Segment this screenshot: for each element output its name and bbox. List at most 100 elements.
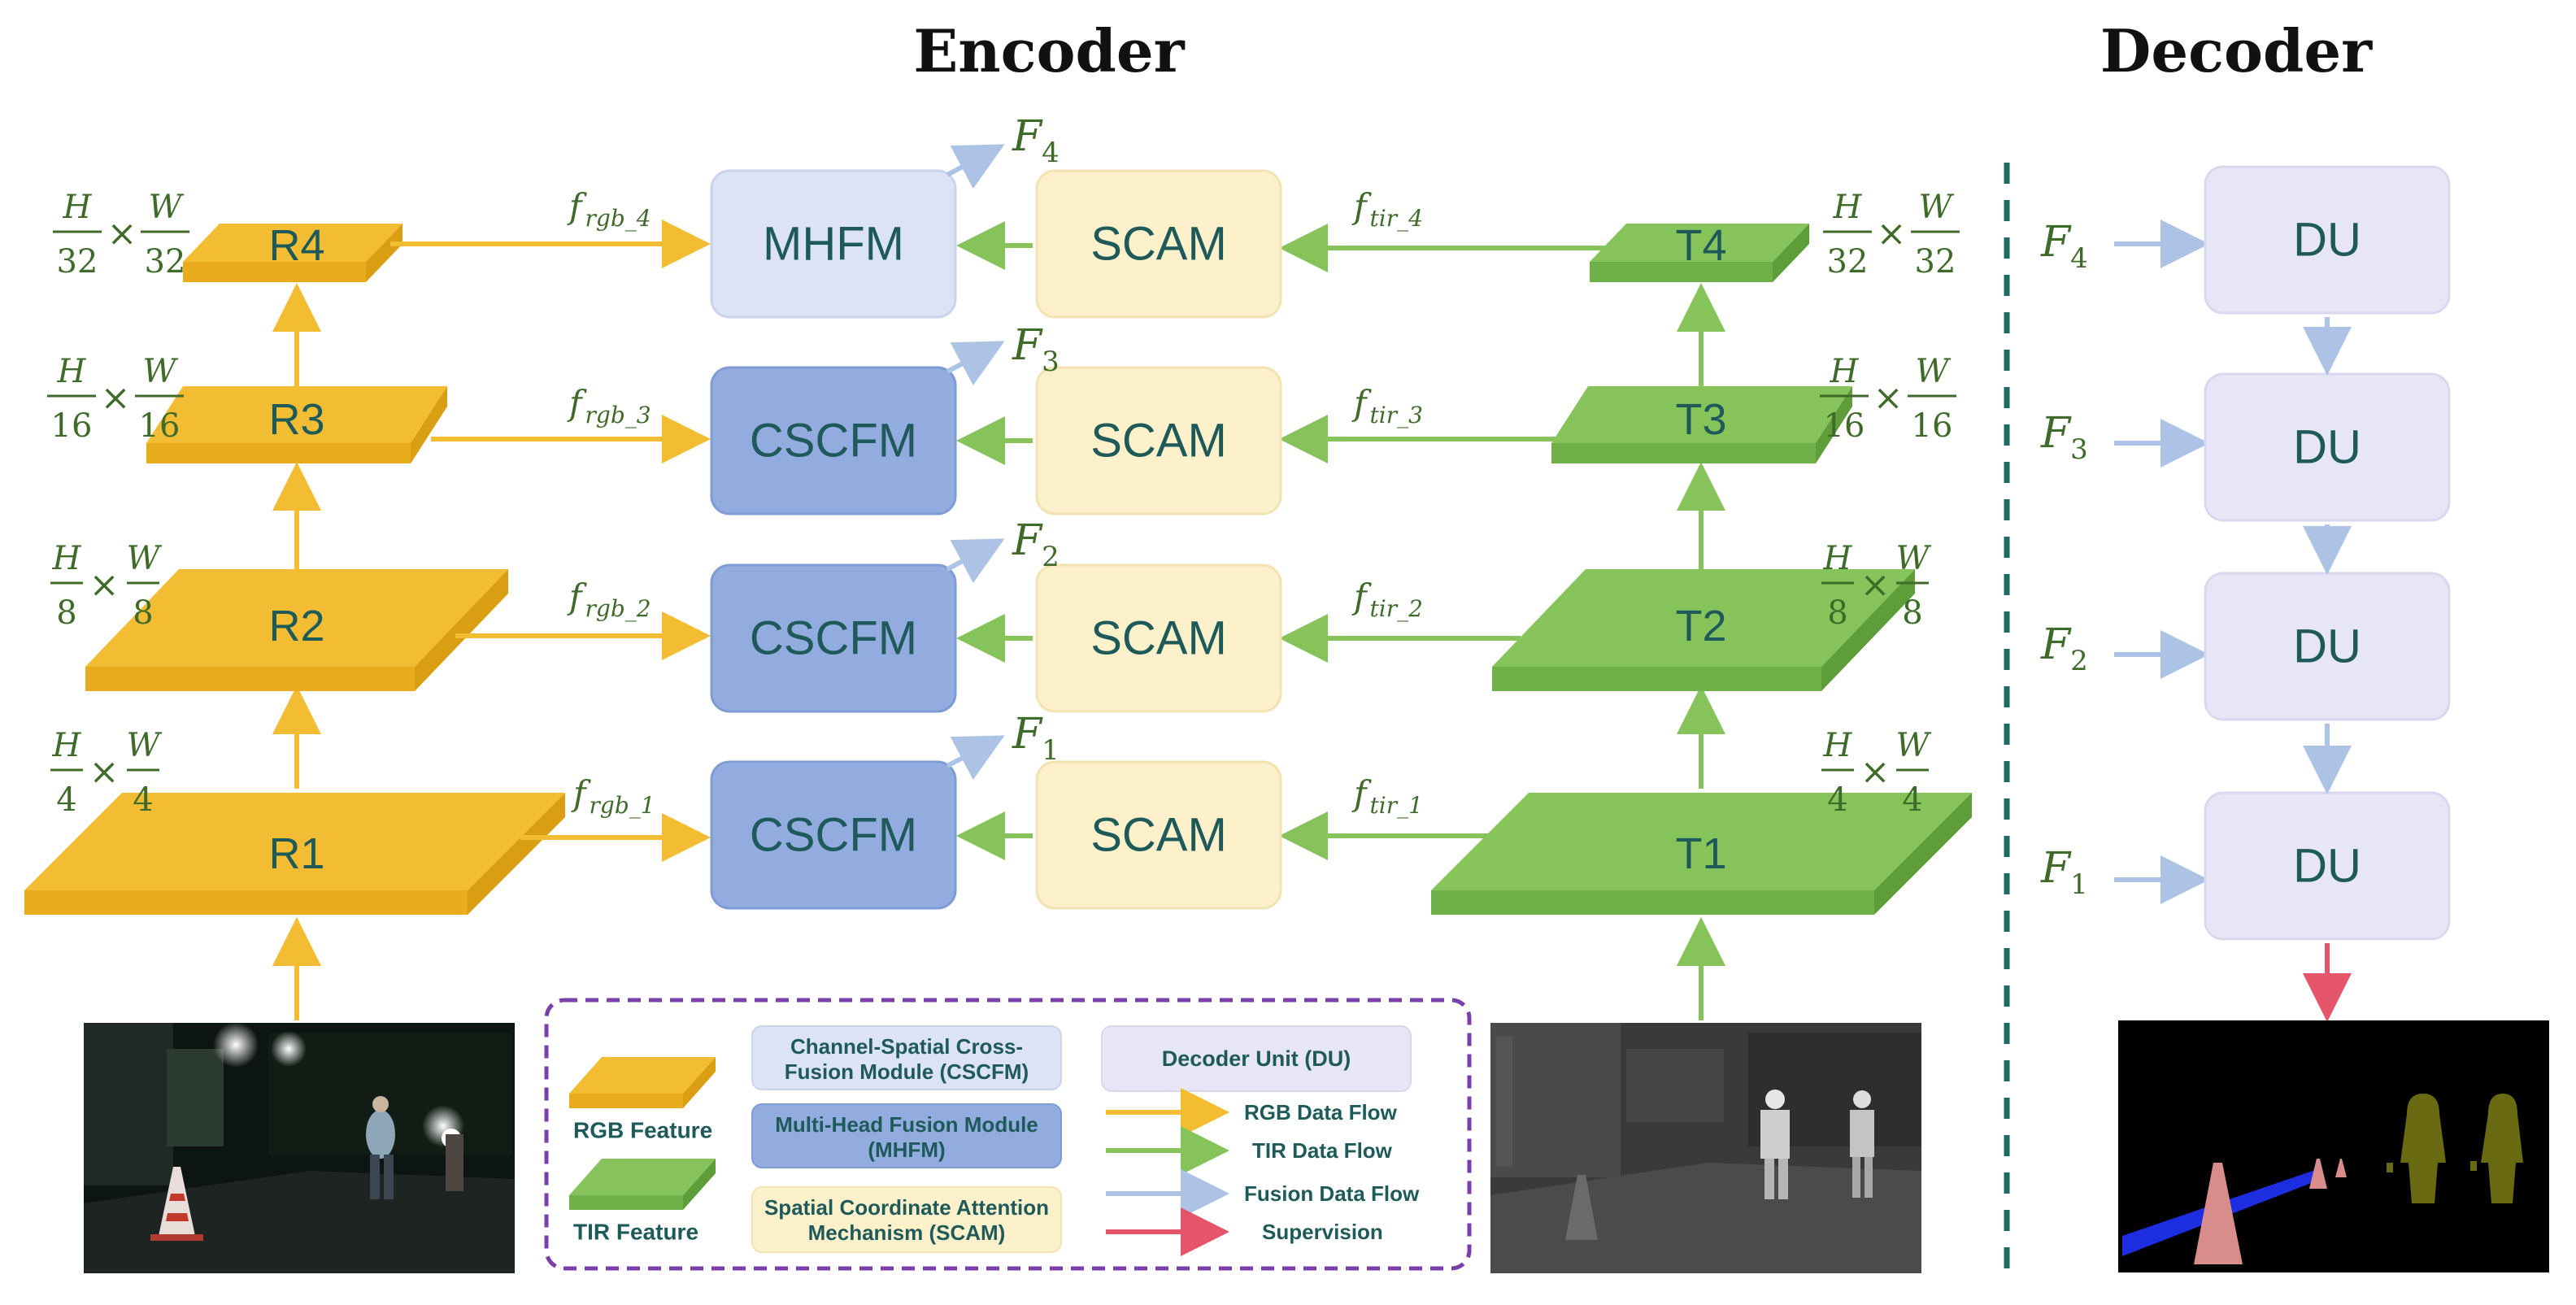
legend-fusion-flow: Fusion Data Flow (1106, 1169, 1420, 1218)
svg-text:SCAM: SCAM (1090, 612, 1227, 665)
svg-text:×: × (89, 751, 120, 793)
svg-text:DU: DU (2293, 421, 2361, 474)
legend-rgb-feature: RGB Feature (569, 1057, 716, 1143)
legend-mhfm: Multi-Head Fusion Module (MHFM) (751, 1103, 1062, 1168)
svg-text:SCAM: SCAM (1090, 809, 1227, 862)
svg-text:CSCFM: CSCFM (750, 612, 917, 665)
svg-text:4: 4 (1902, 781, 1922, 819)
scale-factor-t1: H 4 × W 4 (1821, 727, 1931, 819)
svg-text:32: 32 (1827, 243, 1869, 281)
decoder-unit-1: DU (2204, 791, 2451, 941)
svg-text:32: 32 (57, 243, 98, 281)
svg-text:(MHFM): (MHFM) (868, 1138, 945, 1162)
svg-text:Multi-Head Fusion Module: Multi-Head Fusion Module (775, 1112, 1038, 1137)
svg-text:32: 32 (145, 243, 186, 281)
svg-text:F2: F2 (1012, 516, 1060, 573)
fused-feature-labels: F4 F3 F2 F1 (1012, 112, 1060, 767)
svg-text:F2: F2 (2040, 620, 2088, 677)
scale-factor-t3: H 16 × W 16 (1820, 353, 1956, 445)
fusion-output-arrows (946, 144, 1005, 781)
svg-text:F1: F1 (2040, 844, 2088, 901)
legend: RGB Feature TIR Feature Channel-Spatial … (544, 998, 1472, 1271)
svg-text:Mechanism (SCAM): Mechanism (SCAM) (808, 1220, 1006, 1245)
rgb-block-label: R3 (268, 395, 324, 444)
rgb-block-r1: R1 (24, 793, 565, 915)
rgb-flow-arrows (390, 220, 711, 862)
svg-text:8: 8 (133, 594, 153, 632)
scam-module-4: SCAM (1035, 169, 1282, 319)
decoder-title: Decoder (2100, 16, 2373, 85)
svg-text:W: W (1918, 189, 1954, 226)
tir-block-t1: T1 (1431, 793, 1972, 915)
legend-tir-feature: TIR Feature (569, 1159, 716, 1245)
svg-text:DU: DU (2293, 620, 2361, 673)
svg-text:RGB Feature: RGB Feature (573, 1118, 712, 1143)
fusion-module-cscfm-1: CSCFM (710, 760, 957, 910)
svg-text:W: W (148, 189, 184, 226)
svg-text:W: W (1895, 727, 1931, 764)
svg-text:×: × (1873, 377, 1904, 419)
encoder-title: Encoder (913, 16, 1185, 85)
svg-text:H: H (1833, 189, 1863, 226)
svg-text:W: W (126, 727, 162, 764)
scale-factor-t2: H 8 × W 8 (1821, 540, 1931, 632)
svg-text:H: H (1823, 540, 1853, 577)
svg-text:Fusion Data Flow: Fusion Data Flow (1244, 1181, 1420, 1206)
svg-text:W: W (1915, 353, 1951, 390)
rgb-block-label: R4 (268, 221, 324, 270)
scale-factor-r4: H 32 × W 32 (53, 189, 189, 281)
svg-text:Spatial Coordinate Attention: Spatial Coordinate Attention (764, 1195, 1049, 1220)
svg-text:TIR Data Flow: TIR Data Flow (1252, 1138, 1393, 1163)
svg-text:8: 8 (1902, 594, 1922, 632)
svg-text:F4: F4 (1012, 112, 1060, 169)
fusion-module-cscfm-2: CSCFM (710, 563, 957, 713)
decoder-input-labels: F4 F3 F2 F1 (2040, 218, 2088, 901)
rgb-block-r2: R2 (85, 569, 508, 691)
fusion-module-mhfm: MHFM (710, 169, 957, 319)
svg-text:H: H (52, 540, 82, 577)
decoder-unit-3: DU (2204, 372, 2451, 522)
tir-input-image (1490, 1023, 1921, 1273)
legend-rgb-flow: RGB Data Flow (1106, 1088, 1398, 1137)
legend-tir-flow: TIR Data Flow (1106, 1126, 1393, 1175)
svg-text:F4: F4 (2040, 218, 2088, 275)
svg-text:CSCFM: CSCFM (750, 415, 917, 468)
svg-text:×: × (1860, 751, 1891, 793)
tir-block-t3: T3 (1551, 386, 1852, 463)
svg-text:F3: F3 (1012, 321, 1060, 378)
svg-text:F3: F3 (2040, 409, 2088, 466)
tir-block-label: T1 (1675, 829, 1726, 878)
tir-flow-arrows (956, 221, 1606, 860)
svg-text:F1: F1 (1012, 710, 1060, 767)
tir-block-t4: T4 (1590, 221, 1809, 282)
decoder-input-arrows (2114, 220, 2209, 904)
legend-cscfm: Channel-Spatial Cross- Fusion Module (CS… (751, 1025, 1062, 1090)
svg-text:Fusion Module (CSCFM): Fusion Module (CSCFM) (785, 1059, 1029, 1084)
svg-text:RGB Data Flow: RGB Data Flow (1244, 1100, 1398, 1124)
svg-text:W: W (142, 353, 178, 390)
scale-factor-t4: H 32 × W 32 (1823, 189, 1960, 281)
scam-module-3: SCAM (1035, 366, 1282, 515)
svg-text:4: 4 (56, 781, 76, 819)
svg-text:H: H (1823, 727, 1853, 764)
svg-text:×: × (1860, 564, 1891, 606)
svg-text:DU: DU (2293, 840, 2361, 893)
svg-text:4: 4 (133, 781, 153, 819)
svg-text:16: 16 (1824, 407, 1865, 445)
svg-text:W: W (1895, 540, 1931, 577)
svg-text:TIR Feature: TIR Feature (573, 1220, 698, 1245)
svg-text:16: 16 (1912, 407, 1953, 445)
svg-text:4: 4 (1827, 781, 1847, 819)
svg-text:H: H (1830, 353, 1860, 390)
